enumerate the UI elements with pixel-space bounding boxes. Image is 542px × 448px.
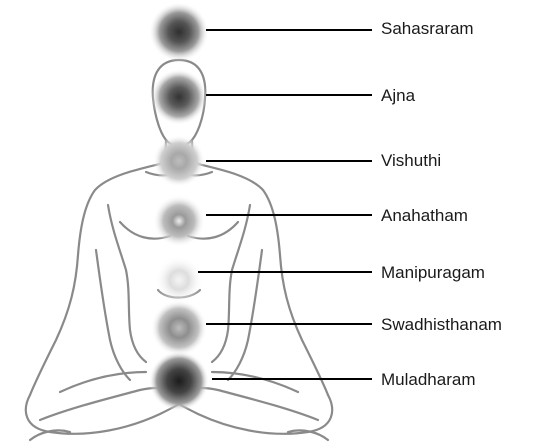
right-arm-outer	[198, 164, 328, 395]
leader-lines	[198, 30, 372, 379]
left-thigh	[60, 372, 146, 392]
label-vishuthi: Vishuthi	[381, 151, 441, 171]
right-foot	[288, 430, 328, 440]
label-sahasraram: Sahasraram	[381, 19, 474, 39]
chakra-glow-vishuthi	[153, 135, 205, 187]
label-manipuragam: Manipuragam	[381, 263, 485, 283]
chakra-glow-muladharam	[149, 351, 209, 411]
left-arm-outer	[30, 164, 160, 395]
label-muladharam: Muladharam	[381, 370, 476, 390]
label-anahatham: Anahatham	[381, 206, 468, 226]
left-foot	[30, 430, 70, 440]
chakra-glow-ajna	[151, 69, 207, 125]
chakra-glow-sahasraram	[149, 2, 209, 62]
chakra-glow-swadhisthanam	[151, 300, 207, 356]
label-swadhisthanam: Swadhisthanam	[381, 315, 502, 335]
label-ajna: Ajna	[381, 86, 415, 106]
right-thigh	[212, 372, 298, 392]
chakra-glow-anahatham	[153, 195, 205, 247]
chakra-glow-manipuragam	[155, 256, 203, 304]
